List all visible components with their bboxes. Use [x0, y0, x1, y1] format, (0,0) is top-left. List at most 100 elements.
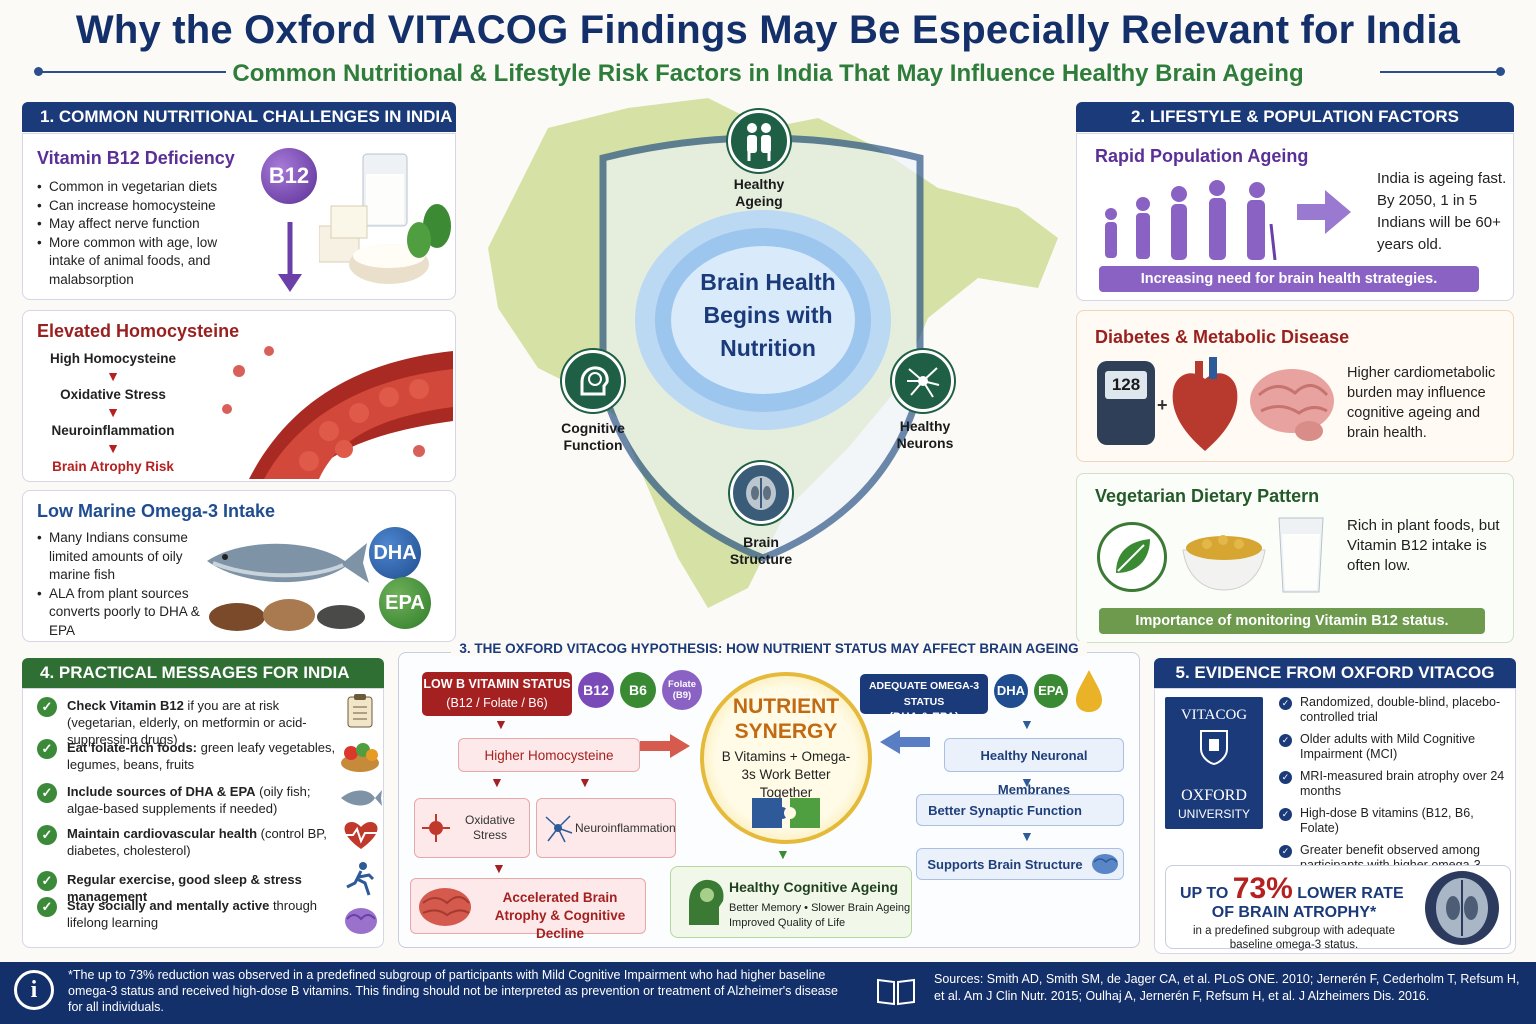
- b12-title: Vitamin B12 Deficiency: [37, 148, 235, 168]
- homocysteine-title: Elevated Homocysteine: [37, 321, 240, 341]
- subtitle-divider-right: [1380, 71, 1500, 73]
- vegetarian-text: Rich in plant foods, but Vitamin B12 int…: [1347, 517, 1500, 574]
- elderly-couple-icon: [728, 110, 790, 172]
- dairy-foods-icon: [319, 153, 451, 284]
- milk-glass-icon: [1278, 517, 1324, 593]
- down-arrow-icon: ▼: [1020, 716, 1034, 732]
- glucometer-reading: 128: [1105, 371, 1147, 399]
- india-map-shield-illustration: [488, 98, 1058, 608]
- brain-icon: [1250, 369, 1334, 441]
- neuroinflammation-box: Neuroinflammation: [536, 798, 676, 858]
- down-arrow-icon: ▼: [1020, 774, 1034, 790]
- hypothesis-heading: 3. THE OXFORD VITACOG HYPOTHESIS: HOW NU…: [451, 641, 1087, 656]
- oxford-logo: VITACOG OXFORD UNIVERSITY: [1165, 697, 1263, 829]
- message-bold: Maintain cardiovascular health: [67, 826, 258, 841]
- neuron-icon: [892, 350, 954, 412]
- glucometer-icon: 128: [1097, 361, 1155, 445]
- left-arrow-icon: [880, 730, 930, 754]
- atrophy-box: Accelerated Brain Atrophy & Cognitive De…: [410, 878, 646, 941]
- omega3-bullet: ALA from plant sources converts poorly t…: [35, 585, 205, 641]
- brain-blue-icon: [1092, 854, 1118, 874]
- chain-arrow-icon: ▼: [106, 368, 120, 384]
- stat-box: UP TO 73% LOWER RATE OF BRAIN ATROPHY* i…: [1165, 865, 1511, 951]
- brain-purple-icon: [345, 908, 377, 934]
- dha-small-badge: DHA: [994, 674, 1028, 708]
- subtitle-dot-left: [34, 67, 43, 76]
- crest-icon: [1200, 730, 1228, 765]
- homocysteine-card: Elevated Homocysteine High Homocysteine …: [22, 310, 456, 482]
- message-bold: Include sources of DHA & EPA: [67, 784, 256, 799]
- label-cognitive-function: Cognitive Function: [561, 420, 625, 453]
- logo-vitacog: VITACOG: [1180, 707, 1248, 723]
- chain-item: High Homocysteine: [49, 351, 177, 366]
- chain-arrow-icon: ▼: [106, 404, 120, 420]
- message-bold: Regular exercise, good sleep & stress ma…: [67, 872, 302, 904]
- down-arrow-icon: [278, 222, 302, 292]
- head-brain-icon: [562, 350, 624, 412]
- vegetarian-banner: Importance of monitoring Vitamin B12 sta…: [1099, 608, 1485, 634]
- message-row: ✓ Check Vitamin B12 if you are at risk (…: [37, 697, 337, 748]
- adequate-omega3-line2: (DHA & EPA): [889, 712, 959, 724]
- message-rest: (control BP, diabetes, cholesterol): [67, 826, 327, 858]
- stat-note: in a predefined subgroup with adequate b…: [1192, 925, 1396, 951]
- omega3-bullets: Many Indians consume limited amounts of …: [35, 529, 205, 640]
- down-arrow-icon: ▼: [492, 860, 506, 876]
- message-row: ✓ Eat folate-rich foods: green leafy veg…: [37, 739, 337, 773]
- message-bold: Stay socially and mentally active: [67, 898, 270, 913]
- higher-homocysteine-box: Higher Homocysteine: [458, 738, 640, 772]
- clipboard-icon: [347, 694, 373, 728]
- chain-item: Oxidative Stress: [60, 387, 166, 402]
- atrophy-label: Accelerated Brain Atrophy & Cognitive De…: [494, 890, 626, 941]
- evidence-point: ✓Older adults with Mild Cognitive Impair…: [1279, 732, 1511, 762]
- down-arrow-icon: ▼: [490, 774, 504, 790]
- check-icon: ✓: [1279, 845, 1292, 858]
- heart-icon: [1172, 357, 1238, 451]
- b12-bullet: Common in vegetarian diets: [35, 178, 235, 197]
- omega3-title: Low Marine Omega-3 Intake: [37, 501, 276, 521]
- diabetes-title: Diabetes & Metabolic Disease: [1095, 327, 1350, 347]
- label-healthy-neurons: Healthy Neurons: [896, 418, 954, 451]
- check-icon: ✓: [37, 739, 57, 759]
- vegetarian-title: Vegetarian Dietary Pattern: [1095, 486, 1320, 506]
- adequate-omega3-box: ADEQUATE OMEGA-3 STATUS (DHA & EPA): [860, 674, 988, 724]
- chickpea-bowl-icon: [1182, 535, 1266, 591]
- folate-small-badge: Folate (B9): [662, 670, 702, 710]
- ageing-people-icon: [1105, 180, 1277, 260]
- ageing-title: Rapid Population Ageing: [1095, 146, 1309, 166]
- brain-scan-icon: [730, 462, 792, 524]
- message-row: ✓ Stay socially and mentally active thro…: [37, 897, 337, 931]
- heart-rate-icon: [343, 822, 379, 849]
- ageing-banner: Increasing need for brain health strateg…: [1099, 266, 1479, 292]
- b12-bullet: May affect nerve function: [35, 215, 235, 234]
- message-rest: if you are at risk (vegetarian, elderly,…: [67, 698, 307, 747]
- low-b-vitamin-line2: (B12 / Folate / B6): [446, 696, 548, 710]
- subtitle-divider-left: [38, 71, 226, 73]
- stat-prefix: UP TO: [1180, 885, 1229, 902]
- puzzle-icon: [752, 798, 820, 828]
- stat-value: 73%: [1232, 872, 1293, 905]
- fish-icon: [341, 790, 382, 806]
- message-bold: Check Vitamin B12: [67, 698, 184, 713]
- synergy-text: B Vitamins + Omega-3s Work Better Togeth…: [721, 749, 851, 800]
- healthy-cognitive-box: Healthy Cognitive Ageing Better Memory •…: [670, 866, 912, 938]
- section4-heading: 4. PRACTICAL MESSAGES FOR INDIA: [22, 658, 384, 688]
- page-subtitle: Common Nutritional & Lifestyle Risk Fact…: [232, 60, 1304, 87]
- message-row: ✓ Include sources of DHA & EPA (oily fis…: [37, 783, 337, 817]
- diabetes-card: Diabetes & Metabolic Disease 128 + Highe…: [1076, 310, 1514, 462]
- stat-line2: OF BRAIN ATROPHY*: [1211, 904, 1377, 921]
- section1-heading: 1. COMMON NUTRITIONAL CHALLENGES IN INDI…: [22, 102, 456, 132]
- b6-small-badge: B6: [620, 672, 656, 708]
- label-healthy-ageing: Healthy Ageing: [733, 176, 785, 209]
- synergy-title: NUTRIENT SYNERGY: [732, 695, 840, 743]
- logo-oxford: OXFORD: [1181, 787, 1247, 804]
- oxidative-stress-box: Oxidative Stress: [414, 798, 530, 858]
- dha-badge: DHA: [369, 527, 421, 579]
- check-icon: ✓: [1279, 771, 1292, 784]
- down-arrow-icon: ▼: [494, 716, 508, 732]
- footer: i *The up to 73% reduction was observed …: [0, 962, 1536, 1024]
- brain-red-icon: [419, 888, 471, 926]
- b12-bullets: Common in vegetarian diets Can increase …: [35, 178, 235, 289]
- check-icon: ✓: [37, 825, 57, 845]
- evidence-card: VITACOG OXFORD UNIVERSITY ✓Randomized, d…: [1154, 688, 1516, 954]
- oxidative-stress-label: Oxidative Stress: [464, 813, 516, 842]
